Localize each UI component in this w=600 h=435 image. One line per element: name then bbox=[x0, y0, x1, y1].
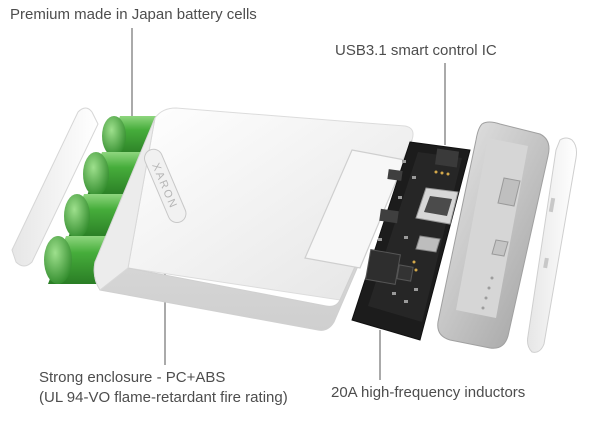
control-ic-chip bbox=[434, 148, 460, 168]
callout-control-ic: USB3.1 smart control IC bbox=[335, 42, 497, 59]
left-end-plate bbox=[11, 107, 99, 267]
callout-enclosure-line1: Strong enclosure - PC+ABS bbox=[39, 369, 226, 386]
inductor bbox=[365, 249, 401, 285]
right-end-plate bbox=[527, 137, 577, 353]
callout-enclosure-line2: (UL 94-VO flame-retardant fire rating) bbox=[39, 389, 288, 406]
enclosure-housing: XARON bbox=[93, 107, 414, 331]
callout-enclosure: Strong enclosure - PC+ABS (UL 94-VO flam… bbox=[39, 368, 288, 408]
micro-usb-port bbox=[415, 235, 441, 253]
end-cap bbox=[437, 121, 550, 349]
pcb-board bbox=[351, 141, 471, 341]
leader-lines bbox=[131, 28, 446, 380]
callout-inductors: 20A high-frequency inductors bbox=[331, 384, 526, 401]
callout-battery-cells: Premium made in Japan battery cells bbox=[10, 6, 257, 23]
